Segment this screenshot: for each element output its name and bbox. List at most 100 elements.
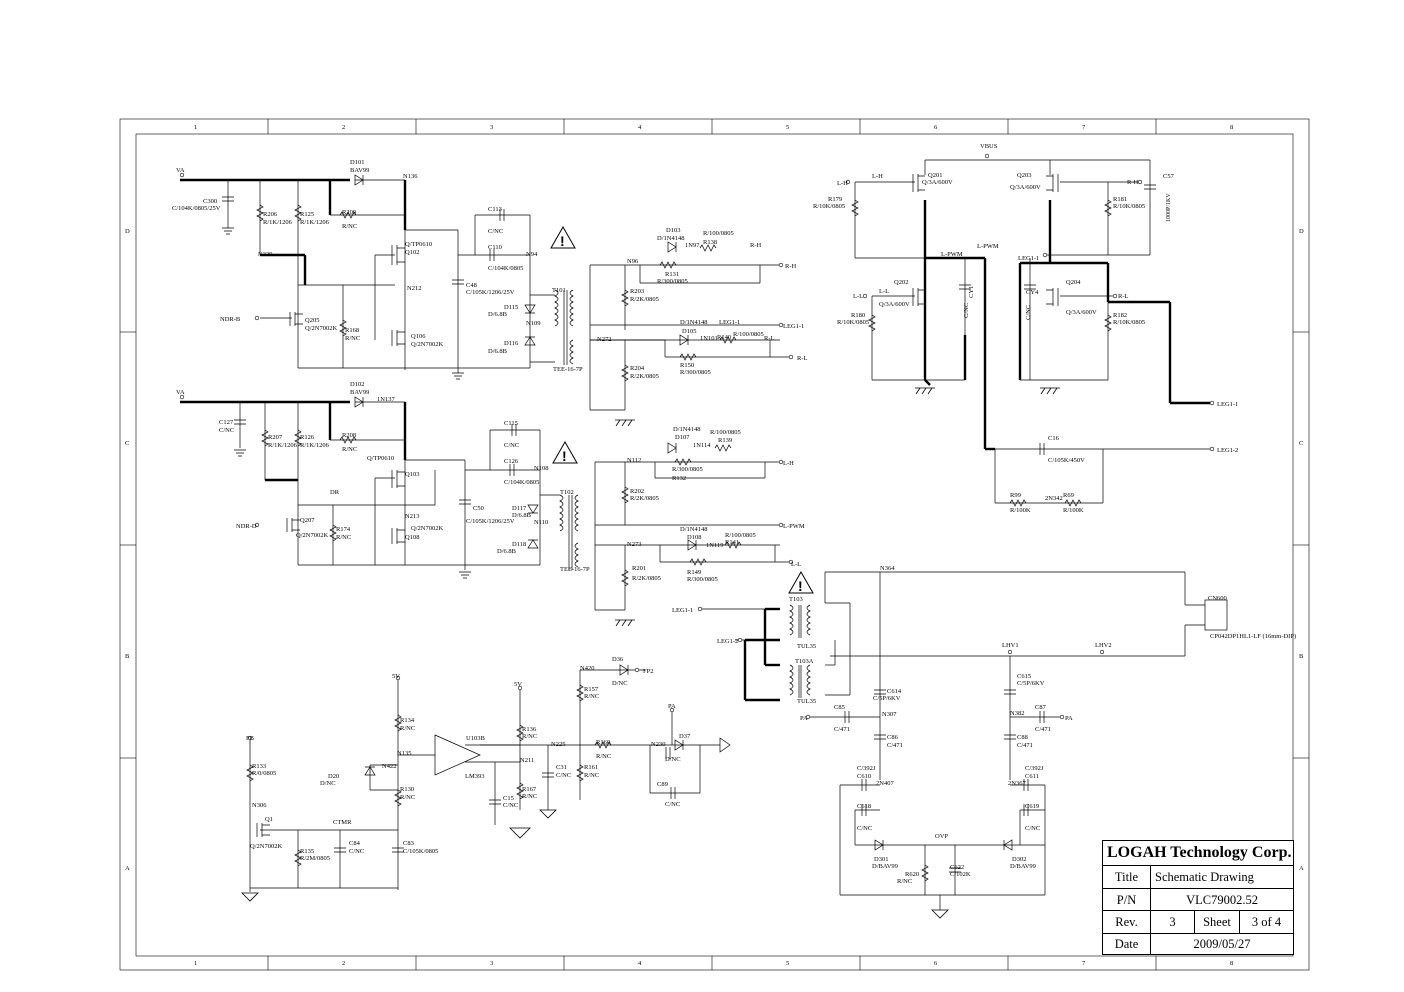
net-label: N211 <box>520 757 534 764</box>
component-value: C/104K/0805/25V <box>172 205 221 212</box>
ground-icon <box>452 372 464 380</box>
component-value: R/NC <box>584 772 599 779</box>
components <box>222 174 1228 882</box>
net-label: R-L <box>1118 293 1129 300</box>
component-ref: T103 <box>789 596 803 603</box>
net-label: LEG1-1 <box>1018 255 1039 262</box>
component-ref: R150 <box>680 362 694 369</box>
component-value: R/100K <box>1063 507 1084 514</box>
component-value: C/NC <box>1025 825 1040 832</box>
capacitor-symbol <box>949 867 961 873</box>
resistor-symbol <box>719 336 737 344</box>
component-ref: R99 <box>1010 492 1021 499</box>
sheet-value: 3 of 4 <box>1251 915 1282 929</box>
net-label: N306 <box>252 802 267 809</box>
row-label-left: A <box>125 865 130 872</box>
col-label-bottom: 4 <box>638 960 642 967</box>
transformer-winding <box>569 339 574 365</box>
net-label: N422 <box>382 763 396 770</box>
component-ref: R139 <box>718 437 732 444</box>
rev-value: 3 <box>1151 911 1195 934</box>
component-value: C/NC <box>219 427 234 434</box>
capacitor-symbol <box>334 847 346 853</box>
title-label: Title <box>1103 866 1151 889</box>
component-ref: D107 <box>675 434 690 441</box>
resistor-symbol <box>594 741 612 749</box>
resistor-symbol <box>516 782 524 800</box>
ground-icon <box>615 419 635 427</box>
component-value: R/NC <box>336 534 351 541</box>
capacitor-symbol <box>1004 689 1016 695</box>
component-value: R/NC <box>342 446 357 453</box>
capacitor-symbol <box>1023 804 1029 816</box>
resistor-symbol <box>699 244 717 252</box>
component-ref: C50 <box>473 505 484 512</box>
net-label: LEG1-1 <box>672 607 693 614</box>
net-label: L-H <box>783 460 794 467</box>
net-label: OVP <box>935 833 948 840</box>
resistor-symbol <box>1104 199 1112 217</box>
component-value: R/100/0805 <box>703 230 734 237</box>
component-value: R/NC <box>342 223 357 230</box>
component-value: C/471 <box>1035 726 1051 733</box>
net-label: N307 <box>882 711 897 718</box>
transformer-winding <box>574 542 579 568</box>
wiring-thick <box>180 178 1210 702</box>
component-value: TUL35 <box>797 698 816 705</box>
svg-text:!: ! <box>560 233 565 249</box>
component-ref: C89 <box>657 781 668 788</box>
component-ref: C126 <box>504 458 519 465</box>
net-label: N329 <box>258 251 272 258</box>
col-label-top: 8 <box>1230 124 1233 131</box>
component-value: C/5P/6KV <box>873 695 901 702</box>
ground-icon <box>222 227 234 235</box>
warning-icon: ! <box>788 570 814 594</box>
component-ref: C618 <box>857 803 871 810</box>
component-ref: D20 <box>328 773 339 780</box>
row-label-right: D <box>1299 228 1304 235</box>
transformer-winding <box>559 494 564 532</box>
component-value: C/104K/0805 <box>488 265 523 272</box>
net-label: PA <box>668 703 676 710</box>
resistor-symbol <box>679 353 697 361</box>
component-value: LM393 <box>465 773 485 780</box>
diode-symbol <box>364 766 376 776</box>
net-label: N136 <box>403 173 418 180</box>
ground-icon <box>615 619 635 627</box>
component-ref: CN600 <box>1208 595 1227 602</box>
mosfet-symbol <box>286 518 300 532</box>
component-value: Q/2N7002K <box>305 325 337 332</box>
mosfet-symbol <box>1046 174 1059 192</box>
capacitor-symbol <box>670 787 676 799</box>
net-label: DR <box>330 489 340 496</box>
component-ref: R135 <box>300 848 314 855</box>
component-ref: R125 <box>300 211 314 218</box>
component-value: C/471 <box>887 742 903 749</box>
component-ref: R134 <box>400 717 415 724</box>
component-value: C/105K/450V <box>1048 457 1085 464</box>
component-value: Q/2N7002K <box>250 843 282 850</box>
mosfet-symbol <box>391 470 405 488</box>
net-label: L-H <box>837 180 848 187</box>
diode-symbol <box>527 539 539 549</box>
resistor-symbol <box>329 524 337 542</box>
ground-symbols <box>222 227 1060 919</box>
component-value: D/1N4148 <box>680 526 707 533</box>
net-label: L-L <box>853 293 863 300</box>
component-value: TUL35 <box>797 643 816 650</box>
component-ref: Q207 <box>300 517 315 524</box>
mosfet-symbol <box>1046 288 1059 306</box>
component-ref: D37 <box>679 733 691 740</box>
mosfet-symbol <box>912 288 925 306</box>
row-label-right: B <box>1299 653 1304 660</box>
component-ref: D36 <box>612 656 624 663</box>
net-label: L-L <box>879 288 889 295</box>
component-ref: C300 <box>203 198 217 205</box>
component-value: D/NC <box>665 756 681 763</box>
net-label: N112 <box>627 457 641 464</box>
capacitor-symbol <box>1144 184 1156 190</box>
net-label: N272 <box>597 336 611 343</box>
col-label-bottom: 1 <box>194 960 197 967</box>
component-value: D/NC <box>320 780 336 787</box>
component-value: Q/3A/600V <box>922 179 953 186</box>
